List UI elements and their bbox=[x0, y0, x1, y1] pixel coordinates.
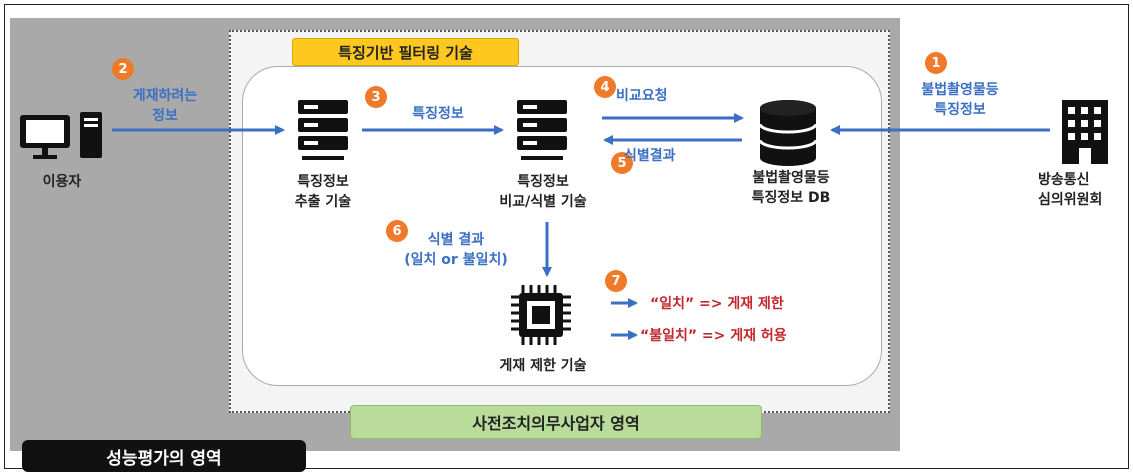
step-2-line1: 게재하려는 bbox=[132, 88, 198, 104]
step-badge-5: 5 bbox=[611, 152, 633, 174]
server-icon-extract bbox=[298, 100, 348, 160]
nomatch-result: “불일치” => 게재 허용 bbox=[640, 328, 787, 344]
building-icon bbox=[1062, 100, 1108, 164]
user-label: 이용자 bbox=[42, 174, 82, 190]
step-badge-2: 2 bbox=[112, 58, 134, 80]
compare-label-line1: 특징정보 bbox=[517, 174, 569, 190]
step-6-line2: (일치 or 불일치) bbox=[404, 252, 508, 268]
step-2-line2: 정보 bbox=[152, 108, 178, 124]
database-icon bbox=[758, 100, 818, 166]
step-badge-7: 7 bbox=[605, 270, 627, 292]
step-badge-1: 1 bbox=[925, 52, 947, 74]
db-label-line1: 불법촬영물등 bbox=[752, 170, 830, 186]
db-label-line2: 특징정보 DB bbox=[751, 190, 831, 206]
db-label: 불법촬영물등 특징정보 DB bbox=[726, 168, 856, 208]
compare-label: 특징정보 비교/식별 기술 bbox=[478, 172, 608, 212]
step-6-label: 식별 결과 (일치 or 불일치) bbox=[376, 230, 536, 270]
kcsc-label-line1: 방송통신 bbox=[1038, 172, 1090, 188]
step-1-line2: 특징정보 bbox=[934, 102, 986, 118]
extract-label-line1: 특징정보 bbox=[297, 174, 349, 190]
restrict-label: 게재 제한 기술 bbox=[499, 358, 587, 374]
server-icon-compare bbox=[517, 100, 567, 160]
step-3-label: 특징정보 bbox=[412, 106, 464, 122]
computer-icon bbox=[20, 112, 102, 159]
filtering-tech-tag: 특징기반 필터링 기술 bbox=[292, 38, 519, 66]
step-6-line1: 식별 결과 bbox=[427, 232, 485, 248]
step-2-label: 게재하려는 정보 bbox=[110, 86, 220, 126]
kcsc-label-line2: 심의위원회 bbox=[1038, 192, 1103, 208]
step-badge-3: 3 bbox=[365, 86, 387, 108]
step-1-label: 불법촬영물등 특징정보 bbox=[890, 80, 1030, 120]
step-badge-6: 6 bbox=[386, 220, 408, 242]
extract-label-line2: 추출 기술 bbox=[294, 194, 352, 210]
step-badge-4: 4 bbox=[594, 76, 616, 98]
kcsc-label: 방송통신 심의위원회 bbox=[1038, 170, 1133, 210]
step-1-line1: 불법촬영물등 bbox=[921, 82, 999, 98]
provider-area-tag: 사전조치의무사업자 영역 bbox=[350, 405, 762, 439]
match-result: “일치” => 게재 제한 bbox=[650, 296, 784, 312]
evaluation-area-tag: 성능평가의 영역 bbox=[22, 440, 306, 472]
chip-icon bbox=[511, 285, 571, 345]
step-4-label: 비교요청 bbox=[616, 88, 668, 104]
compare-label-line2: 비교/식별 기술 bbox=[499, 194, 587, 210]
extract-label: 특징정보 추출 기술 bbox=[268, 172, 378, 212]
step-5-label: 식별결과 bbox=[624, 148, 676, 164]
